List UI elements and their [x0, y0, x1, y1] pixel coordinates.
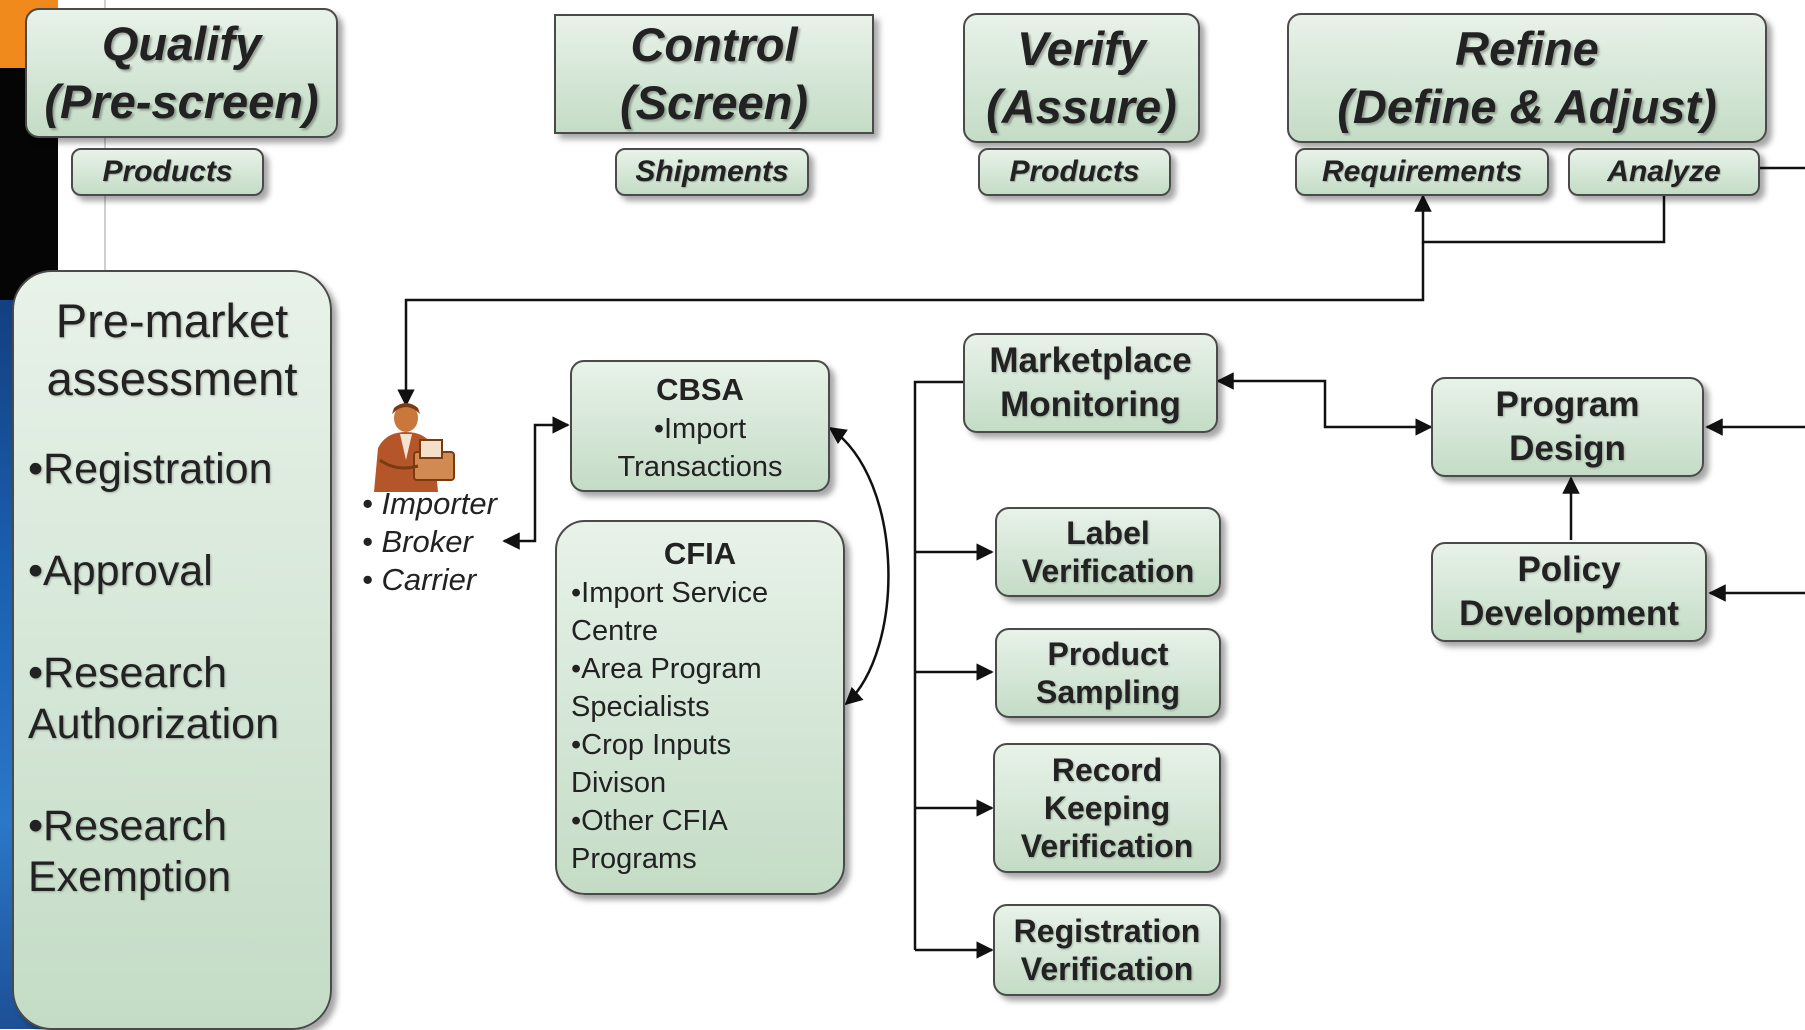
- cfia-line: •Crop Inputs: [571, 729, 732, 761]
- cfia-line: Centre: [571, 615, 659, 647]
- cfia-line: Divison: [571, 767, 667, 799]
- qualify-products-tag: Products: [71, 148, 264, 196]
- control-shipments-tag: Shipments: [615, 148, 809, 196]
- actor-broker: Broker: [362, 523, 497, 561]
- control-tag-label: Shipments: [635, 155, 789, 188]
- node-line: Design: [1509, 429, 1626, 468]
- requirements-to-importer-connector: [397, 242, 1425, 407]
- refine-phase-header: Refine (Define & Adjust): [1287, 13, 1767, 143]
- node-line: Development: [1459, 594, 1679, 633]
- cbsa-box: CBSA •Import Transactions: [570, 360, 830, 492]
- premarket-item-text: •Research: [28, 802, 228, 850]
- node-line: Keeping: [1043, 790, 1171, 826]
- qualify-subtitle: (Pre-screen): [44, 75, 319, 128]
- analyze-loop-connector: [1414, 194, 1666, 244]
- policy-development-box: Policy Development: [1431, 542, 1707, 642]
- qualify-phase-header: Qualify (Pre-screen): [25, 8, 338, 138]
- record-keeping-verification-box: Record Keeping Verification: [993, 743, 1221, 873]
- qualify-tag-label: Products: [102, 155, 233, 188]
- qualify-title: Qualify: [101, 17, 262, 70]
- premarket-item-text: Exemption: [28, 853, 232, 901]
- verify-phase-header: Verify (Assure): [963, 13, 1200, 143]
- cfia-title: CFIA: [663, 536, 737, 571]
- registration-verification-box: Registration Verification: [993, 904, 1221, 996]
- requirements-tag-label: Requirements: [1321, 155, 1523, 188]
- node-line: Sampling: [1035, 674, 1180, 710]
- control-title: Control: [630, 18, 798, 71]
- premarket-item-text: •Registration: [28, 445, 273, 493]
- premarket-item-research-exemption: •Research Exemption: [28, 801, 231, 903]
- cbsa-cfia-arc-connector: [828, 426, 890, 706]
- analyze-tag-label: Analyze: [1607, 155, 1721, 188]
- control-phase-header: Control (Screen): [554, 14, 874, 134]
- cfia-line: Specialists: [571, 691, 710, 723]
- verification-trunk-connector: [913, 380, 963, 950]
- node-line: Program: [1495, 385, 1640, 424]
- control-subtitle: (Screen): [619, 76, 809, 129]
- node-line: Verification: [1021, 553, 1195, 589]
- refine-analyze-tag: Analyze: [1568, 148, 1760, 196]
- actors-cbsa-connector: [502, 416, 570, 550]
- node-line: Registration: [1013, 913, 1201, 949]
- node-line: Monitoring: [1000, 385, 1181, 424]
- node-line: Policy: [1517, 550, 1621, 589]
- actor-list: Importer Broker Carrier: [362, 485, 497, 599]
- premarket-title-line1: Pre-market: [55, 294, 289, 347]
- refine-requirements-tag: Requirements: [1295, 148, 1549, 196]
- premarket-item-text: Authorization: [28, 700, 279, 748]
- node-line: Marketplace: [989, 341, 1192, 380]
- refine-subtitle: (Define & Adjust): [1337, 80, 1717, 133]
- cfia-line: •Area Program: [571, 653, 762, 685]
- cfia-line: •Import Service: [571, 577, 769, 609]
- cfia-line: Programs: [571, 843, 697, 875]
- node-line: Product: [1047, 636, 1169, 672]
- verify-title: Verify: [1017, 22, 1146, 75]
- cbsa-line: Transactions: [617, 451, 783, 483]
- actor-carrier: Carrier: [362, 561, 497, 599]
- premarket-assessment-panel: Pre-market assessment •Registration •App…: [12, 270, 332, 1030]
- refine-title: Refine: [1455, 22, 1599, 75]
- node-line: Verification: [1020, 828, 1194, 864]
- verify-tag-label: Products: [1009, 155, 1140, 188]
- marketplace-monitoring-box: Marketplace Monitoring: [963, 333, 1218, 433]
- cfia-line: •Other CFIA: [571, 805, 728, 837]
- premarket-title: Pre-market assessment: [47, 292, 298, 408]
- node-line: Verification: [1020, 951, 1194, 987]
- program-marketplace-connector: [1216, 372, 1433, 436]
- premarket-item-text: •Research: [28, 649, 228, 697]
- premarket-title-line2: assessment: [46, 352, 298, 405]
- cfia-box: CFIA •Import Service Centre •Area Progra…: [555, 520, 845, 895]
- verify-subtitle: (Assure): [986, 80, 1177, 133]
- node-line: Label: [1066, 515, 1150, 551]
- cbsa-line: •Import: [653, 413, 747, 445]
- program-design-box: Program Design: [1431, 377, 1704, 477]
- node-line: Record: [1051, 752, 1163, 788]
- cbsa-title: CBSA: [656, 372, 744, 407]
- business-person-at-desk-icon: [374, 403, 455, 492]
- label-verification-box: Label Verification: [995, 507, 1221, 597]
- premarket-item-registration: •Registration: [28, 444, 273, 495]
- premarket-item-text: •Approval: [28, 547, 213, 595]
- verify-products-tag: Products: [978, 148, 1171, 196]
- actor-importer: Importer: [362, 485, 496, 523]
- premarket-item-research-authorization: •Research Authorization: [28, 648, 279, 750]
- premarket-item-approval: •Approval: [28, 546, 213, 597]
- product-sampling-box: Product Sampling: [995, 628, 1221, 718]
